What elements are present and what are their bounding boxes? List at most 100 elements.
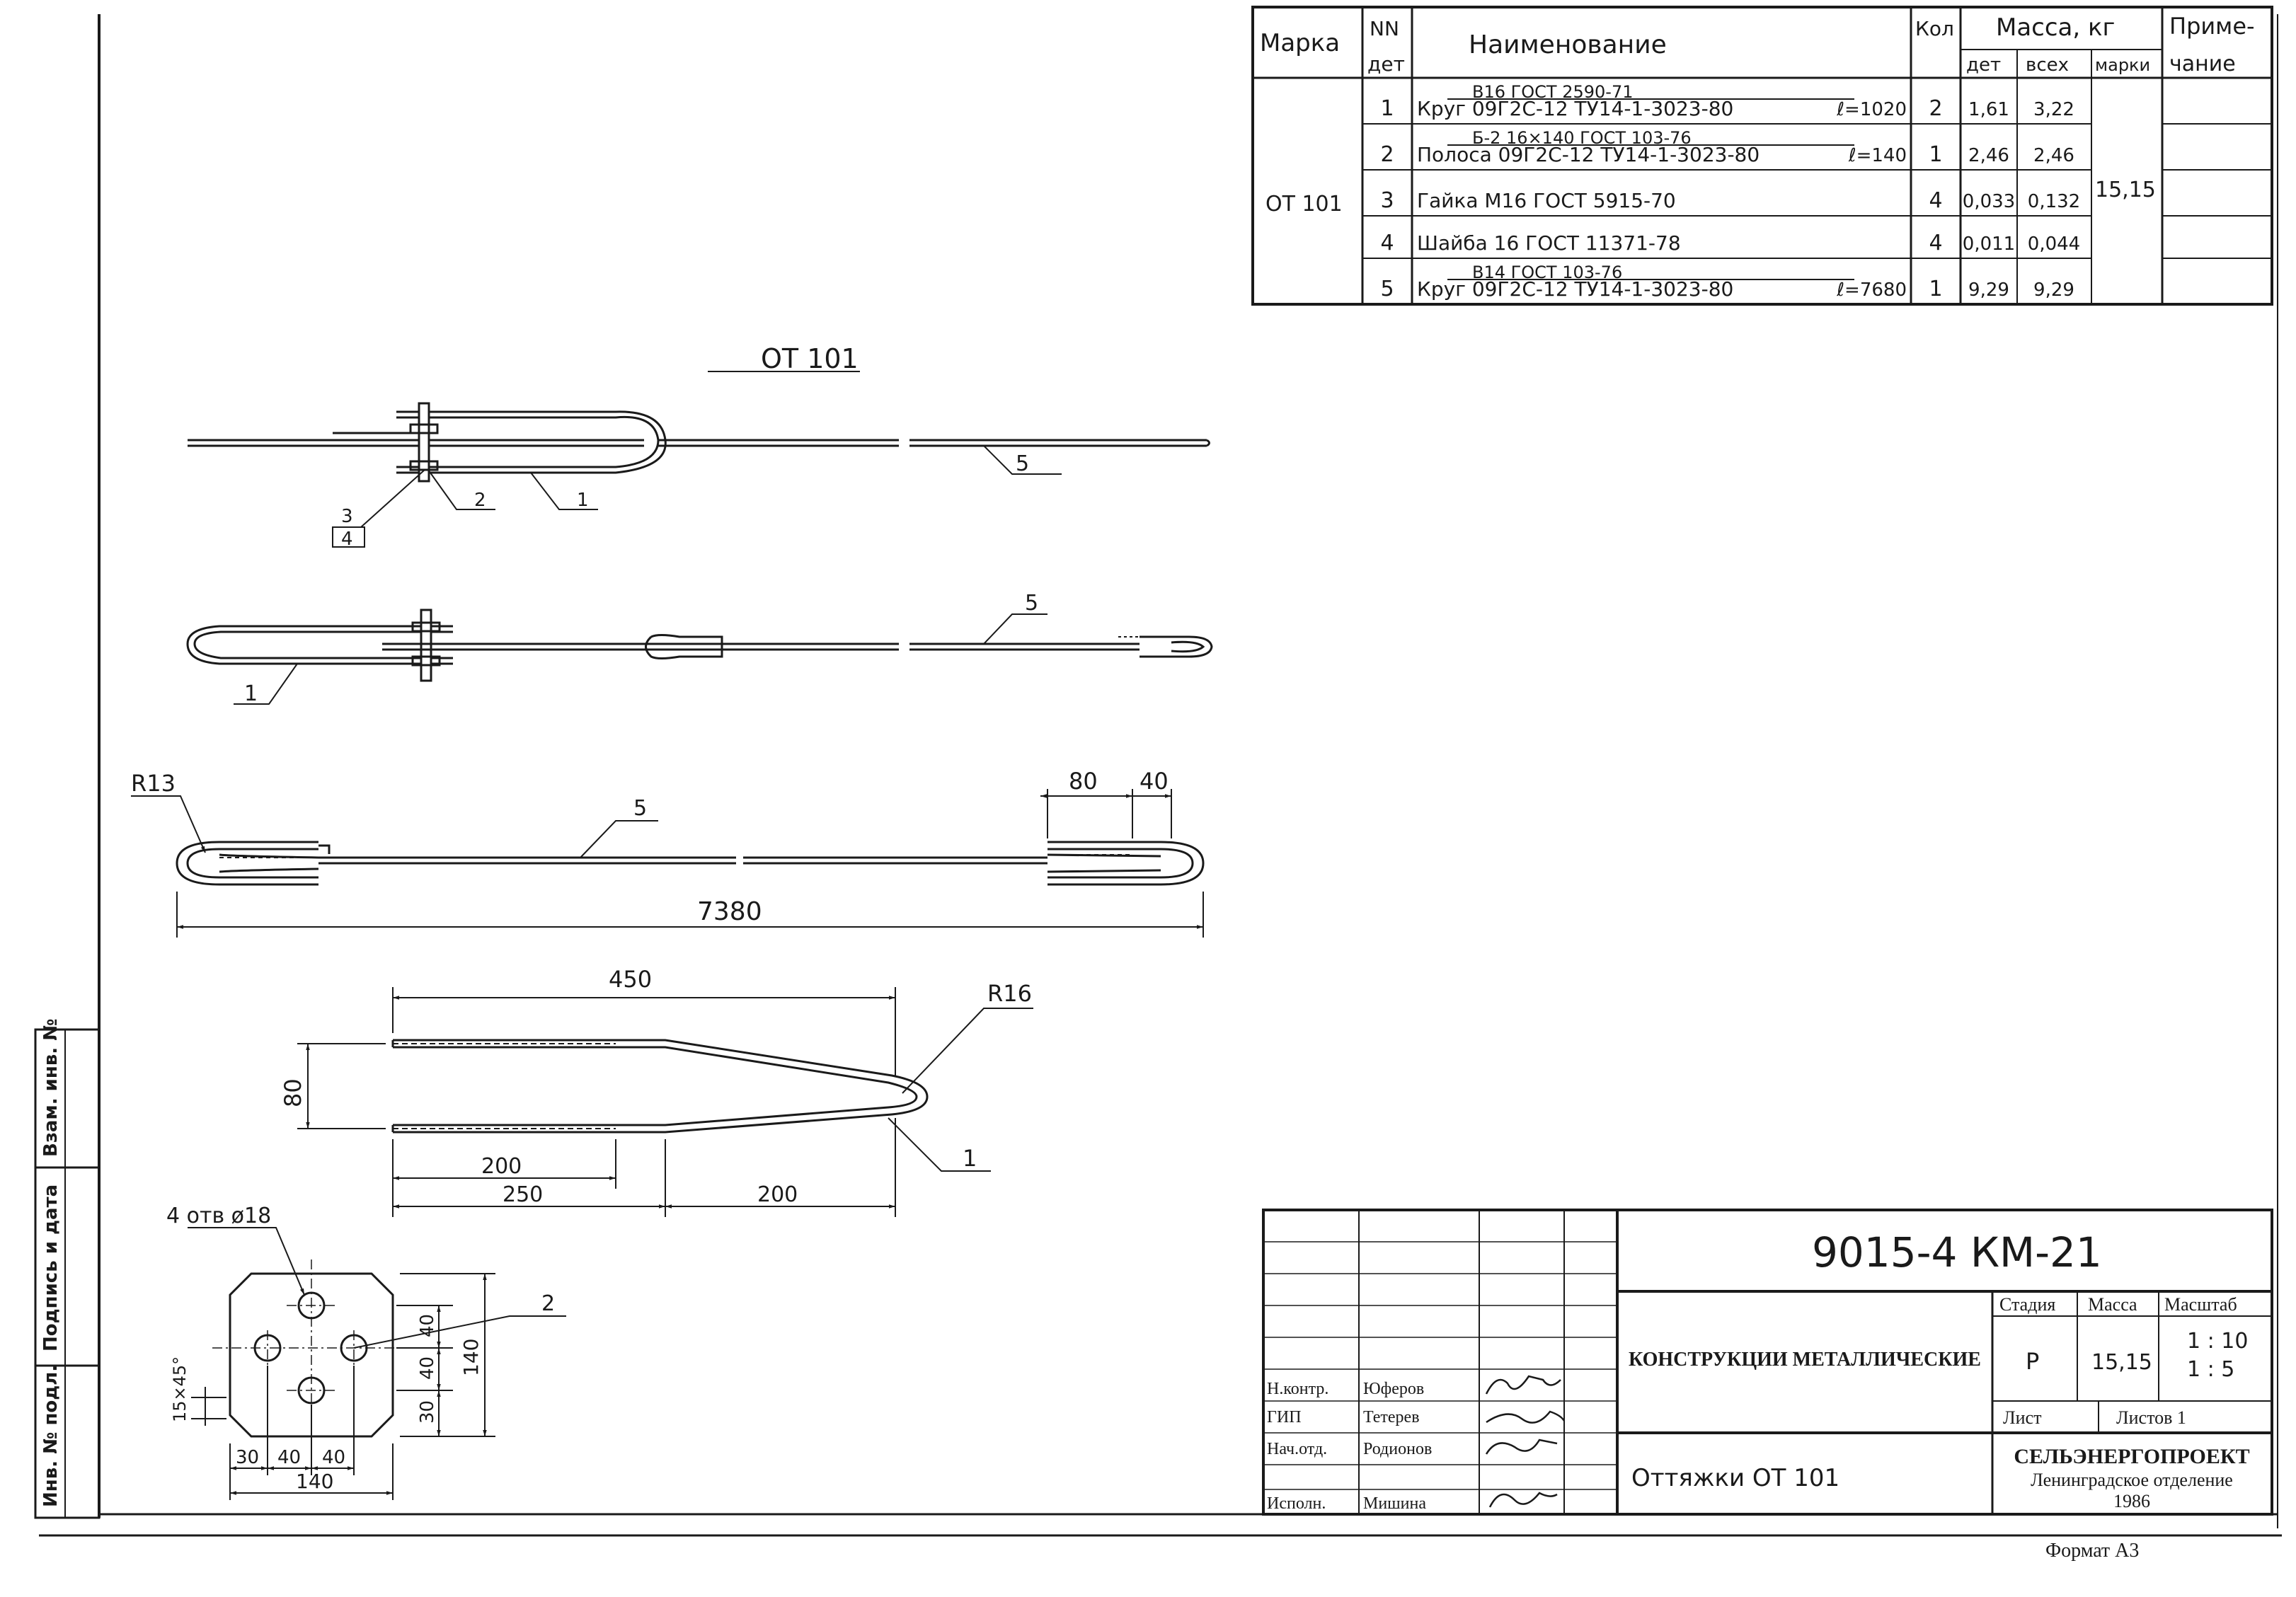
dim-p140v: 140 — [459, 1339, 483, 1376]
person-name: Юферов — [1363, 1380, 1424, 1398]
row-mass-det: 0,033 — [1963, 191, 2015, 212]
section-title: КОНСТРУКЦИИ МЕТАЛЛИЧЕСКИЕ — [1629, 1349, 1981, 1371]
hdr-note-top: Приме- — [2169, 13, 2255, 40]
sheets-label: Листов 1 — [2116, 1407, 2186, 1428]
sheet-label: Лист — [2003, 1407, 2041, 1428]
hdr-qty: Кол — [1915, 17, 1954, 40]
row-name: Круг 09Г2С-12 ТУ14-1-3023-80 — [1417, 97, 1733, 120]
year: 1986 — [2113, 1491, 2150, 1511]
dim-h40a: 40 — [277, 1447, 301, 1468]
row-qty: 4 — [1929, 231, 1942, 255]
spec-table — [1251, 6, 2273, 306]
stage-value: Р — [2026, 1348, 2039, 1375]
dim-80-vertical: 80 — [280, 1078, 306, 1107]
drawing-title: ОТ 101 — [761, 343, 859, 374]
row-mass-det: 0,011 — [1963, 234, 2015, 255]
sheet-name: Оттяжки ОТ 101 — [1631, 1464, 1839, 1492]
person-role: Исполн. — [1267, 1494, 1326, 1513]
leader-5-side: 5 — [1025, 591, 1038, 616]
signatures — [1485, 1375, 1566, 1508]
leaders-view1 — [332, 445, 1062, 548]
hdr-mass-mark: марки — [2095, 55, 2150, 75]
dim-450: 450 — [609, 966, 652, 993]
row-num: 2 — [1380, 142, 1394, 167]
person-name: Мишина — [1363, 1494, 1426, 1513]
dim-h30: 30 — [236, 1447, 259, 1468]
sign-date-label: Подпись и дата — [40, 1184, 62, 1351]
row-length: ℓ=7680 — [1836, 279, 1907, 301]
person-name: Тетерев — [1363, 1408, 1420, 1426]
row-num: 5 — [1380, 277, 1394, 301]
row-name: Круг 09Г2С-12 ТУ14-1-3023-80 — [1417, 277, 1733, 301]
doc-code: 9015-4 КМ-21 — [1812, 1228, 2102, 1276]
dims-view5 — [188, 1227, 566, 1500]
mass-label: Масса — [2088, 1294, 2137, 1315]
dim-80-top: 80 — [1069, 768, 1098, 795]
row-spec-top: Б-2 16×140 ГОСТ 103-76 — [1472, 128, 1692, 148]
mark-cell: ОТ 101 — [1265, 192, 1343, 217]
dim-200-inner: 200 — [481, 1154, 522, 1179]
dim-p40a: 40 — [417, 1314, 438, 1337]
row-mass-all: 0,044 — [2028, 234, 2080, 255]
row-name: Гайка М16 ГОСТ 5915-70 — [1417, 189, 1676, 212]
dims-view3 — [131, 789, 1204, 938]
view-ubolt-item1 — [391, 1039, 929, 1134]
leader-2-top: 2 — [474, 490, 486, 511]
row-mass-all: 9,29 — [2033, 279, 2074, 301]
hdr-det: дет — [1367, 52, 1405, 76]
dim-r13: R13 — [131, 770, 176, 797]
person-name: Родионов — [1363, 1440, 1432, 1458]
stage-label: Стадия — [1999, 1294, 2055, 1315]
dim-250: 250 — [503, 1182, 543, 1207]
hdr-mass-det: дет — [1966, 54, 2001, 76]
side-stamp: Инв. № подл. Подпись и дата Взам. инв. № — [34, 1019, 101, 1519]
inv-original-label: Инв. № подл. — [40, 1365, 62, 1507]
dim-h40b: 40 — [322, 1447, 345, 1468]
dim-h140: 140 — [296, 1470, 333, 1493]
leader-1-top: 1 — [577, 490, 589, 511]
dim-40-top: 40 — [1140, 768, 1169, 795]
leader-5-top: 5 — [1016, 451, 1029, 476]
scale-value-2: 1 : 5 — [2187, 1357, 2234, 1382]
row-mass-all: 2,46 — [2033, 145, 2074, 166]
mark-mass-cell: 15,15 — [2095, 178, 2156, 202]
scale-label: Масштаб — [2164, 1294, 2237, 1315]
leader-4: 4 — [341, 529, 353, 550]
row-mass-det: 1,61 — [1968, 99, 2009, 120]
row-mass-det: 9,29 — [1968, 279, 2009, 301]
sheet-format: Формат А3 — [2045, 1540, 2139, 1562]
hdr-mass: Масса, кг — [1996, 13, 2115, 42]
leader-5-rod: 5 — [633, 796, 647, 821]
row-qty: 4 — [1929, 188, 1942, 213]
row-qty: 1 — [1929, 277, 1942, 301]
dim-p30: 30 — [417, 1400, 438, 1424]
leaders-view2 — [234, 613, 1047, 705]
dims-view4 — [297, 987, 1033, 1217]
hdr-name: Наименование — [1469, 30, 1667, 59]
hdr-nn: NN — [1370, 17, 1399, 40]
row-qty: 1 — [1929, 142, 1942, 167]
row-spec-top: В16 ГОСТ 2590-71 — [1472, 82, 1633, 102]
view-assembly-top — [188, 402, 1210, 483]
hdr-mass-all: всех — [2026, 54, 2069, 76]
spec-table-text: Марка NN дет Наименование Кол Масса, кг … — [1260, 13, 2255, 217]
row-num: 3 — [1380, 188, 1394, 213]
row-spec-top: В14 ГОСТ 103-76 — [1472, 263, 1622, 282]
view-rod-item5 — [176, 841, 1205, 886]
dim-r16: R16 — [987, 980, 1032, 1007]
row-num: 1 — [1380, 96, 1394, 121]
dept-name: Ленинградское отделение — [2031, 1470, 2233, 1490]
hdr-note-bottom: чание — [2169, 52, 2236, 76]
dim-7380: 7380 — [697, 897, 762, 926]
title-block — [1262, 1209, 2273, 1516]
leader-1-side: 1 — [244, 681, 258, 706]
row-name: Шайба 16 ГОСТ 11371-78 — [1417, 231, 1681, 255]
person-role: Н.контр. — [1267, 1380, 1328, 1398]
row-num: 4 — [1380, 231, 1394, 255]
scale-value-1: 1 : 10 — [2187, 1329, 2248, 1354]
dim-p40b: 40 — [417, 1356, 438, 1380]
row-length: ℓ=1020 — [1836, 99, 1907, 120]
